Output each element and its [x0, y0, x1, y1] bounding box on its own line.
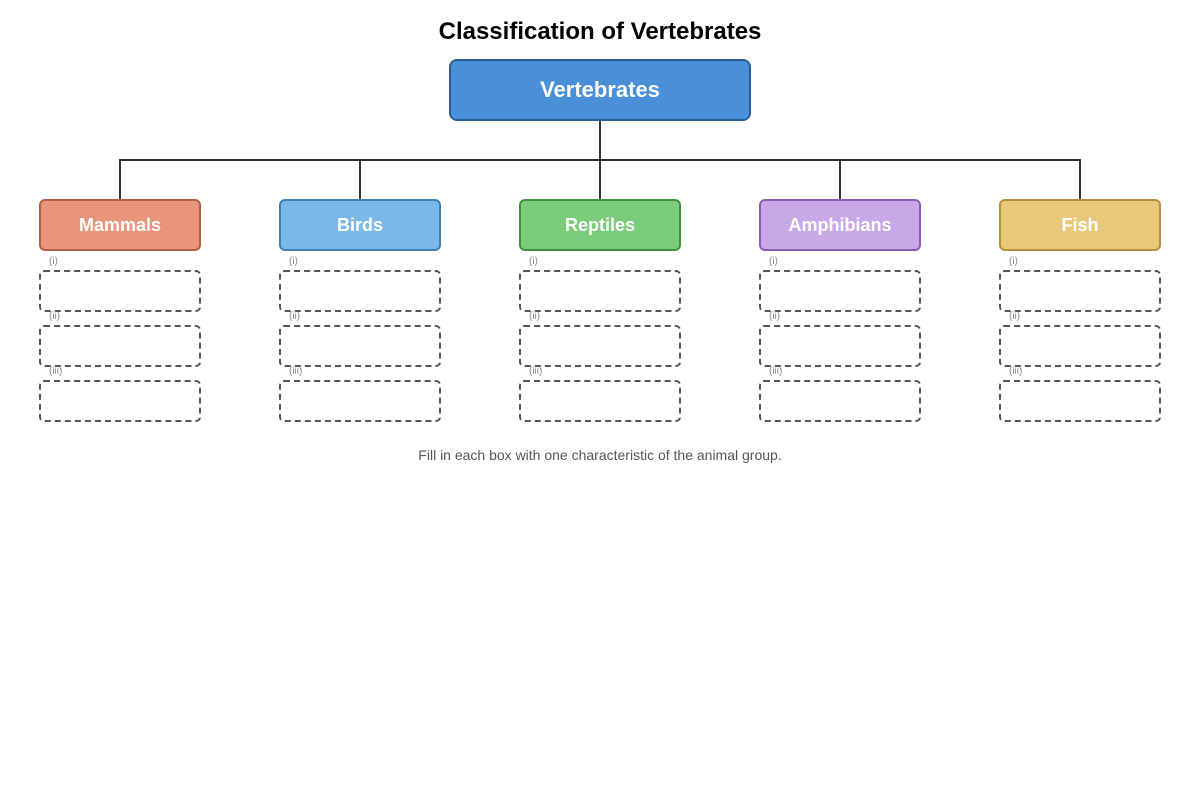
slot-amphibians-2: (ii) — [759, 306, 921, 367]
answer-box[interactable] — [519, 325, 681, 367]
answer-box[interactable] — [999, 380, 1161, 422]
answer-box[interactable] — [759, 325, 921, 367]
slot-label: (i) — [49, 256, 58, 267]
answer-box[interactable] — [279, 325, 441, 367]
answer-box[interactable] — [39, 325, 201, 367]
group-header-reptiles: Reptiles — [519, 199, 681, 251]
slot-fish-1: (i) — [999, 251, 1161, 312]
group-label: Reptiles — [564, 214, 636, 235]
group-amphibians: Amphibians (i) (ii) (iii) — [759, 199, 921, 422]
answer-box[interactable] — [39, 380, 201, 422]
group-header-mammals: Mammals — [39, 199, 201, 251]
slot-birds-3: (iii) — [279, 361, 441, 422]
slot-label: (ii) — [529, 311, 541, 322]
group-label: Birds — [336, 214, 383, 235]
answer-box[interactable] — [519, 270, 681, 312]
slot-label: (ii) — [289, 311, 301, 322]
slot-label: (i) — [529, 256, 538, 267]
slot-mammals-3: (iii) — [39, 361, 201, 422]
slot-reptiles-3: (iii) — [519, 361, 681, 422]
answer-box[interactable] — [999, 270, 1161, 312]
root-node-label: Vertebrates — [540, 77, 660, 102]
group-reptiles: Reptiles (i) (ii) (iii) — [519, 199, 681, 422]
slot-reptiles-1: (i) — [519, 251, 681, 312]
slot-amphibians-1: (i) — [759, 251, 921, 312]
group-label: Fish — [1061, 214, 1099, 235]
answer-box[interactable] — [999, 325, 1161, 367]
slot-label: (iii) — [1009, 366, 1023, 377]
answer-box[interactable] — [759, 380, 921, 422]
slot-birds-2: (ii) — [279, 306, 441, 367]
group-birds: Birds (i) (ii) (iii) — [279, 199, 441, 422]
group-header-birds: Birds — [279, 199, 441, 251]
slot-label: (i) — [1009, 256, 1018, 267]
slot-label: (iii) — [289, 366, 303, 377]
group-label: Amphibians — [788, 214, 892, 235]
answer-box[interactable] — [279, 270, 441, 312]
slot-fish-3: (iii) — [999, 361, 1161, 422]
slot-label: (i) — [769, 256, 778, 267]
group-fish: Fish (i) (ii) (iii) — [999, 199, 1161, 422]
slot-label: (iii) — [529, 366, 543, 377]
slot-mammals-1: (i) — [39, 251, 201, 312]
slot-label: (ii) — [769, 311, 781, 322]
group-mammals: Mammals (i) (ii) (iii) — [39, 199, 201, 422]
instruction-footnote: Fill in each box with one characteristic… — [418, 447, 782, 463]
slot-label: (ii) — [49, 311, 61, 322]
root-node-vertebrates: Vertebrates — [449, 59, 751, 121]
slot-label: (ii) — [1009, 311, 1021, 322]
slot-label: (iii) — [769, 366, 783, 377]
group-label: Mammals — [78, 214, 162, 235]
slot-label: (iii) — [49, 366, 63, 377]
page-title: Classification of Vertebrates — [438, 18, 762, 45]
answer-box[interactable] — [279, 380, 441, 422]
group-header-amphibians: Amphibians — [759, 199, 921, 251]
slot-reptiles-2: (ii) — [519, 306, 681, 367]
answer-box[interactable] — [39, 270, 201, 312]
answer-box[interactable] — [519, 380, 681, 422]
slot-amphibians-3: (iii) — [759, 361, 921, 422]
answer-box[interactable] — [759, 270, 921, 312]
slot-label: (i) — [289, 256, 298, 267]
slot-birds-1: (i) — [279, 251, 441, 312]
slot-mammals-2: (ii) — [39, 306, 201, 367]
slot-fish-2: (ii) — [999, 306, 1161, 367]
group-header-fish: Fish — [999, 199, 1161, 251]
